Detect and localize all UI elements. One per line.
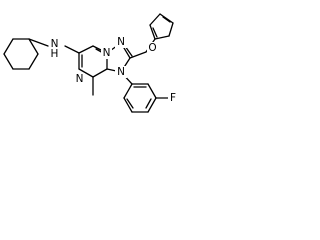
ring-n1-label: N — [76, 73, 84, 85]
furan-o-label: O — [148, 42, 156, 54]
fluorophenyl-ring — [120, 71, 169, 113]
amine-linker-bonds — [28, 38, 80, 54]
ring-n7-label: N — [117, 36, 125, 48]
ring-n9-label: N — [117, 66, 125, 78]
atom-labels: N H N N N N O F — [49, 36, 178, 104]
ring-n3-label: N — [103, 47, 111, 59]
amine-n-label: N — [51, 38, 59, 50]
cyclohexyl-ring — [3, 38, 39, 70]
molecule-diagram: N H N N N N O F — [3, 13, 178, 113]
amine-h-label: H — [51, 48, 59, 60]
fluorine-label: F — [170, 92, 176, 104]
